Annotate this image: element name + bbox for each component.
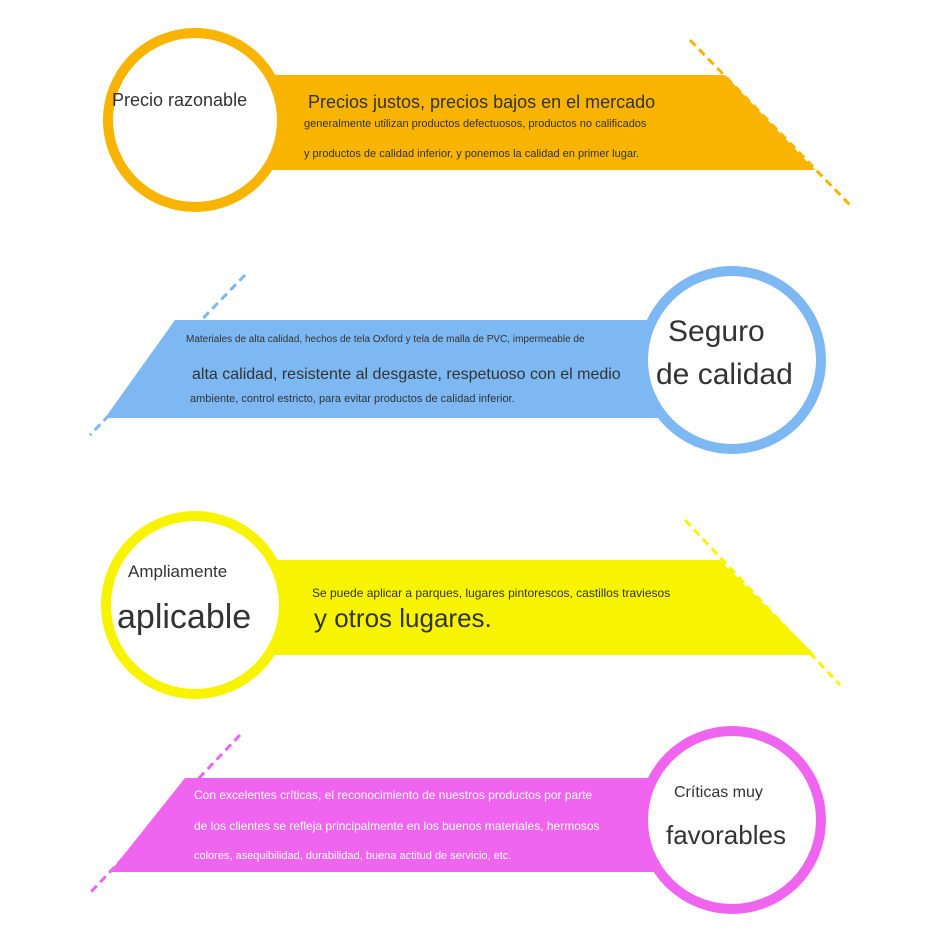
banner-magenta — [110, 778, 660, 872]
section-text: alta calidad, resistente al desgaste, re… — [192, 366, 621, 383]
circle-title: aplicable — [117, 598, 252, 636]
dashed-line-blue — [88, 273, 247, 437]
circle-title: Precio razonable — [112, 90, 248, 110]
circle-title: Ampliamente — [128, 562, 228, 581]
banner-blue — [105, 320, 660, 418]
section-text: generalmente utilizan productos defectuo… — [304, 118, 647, 130]
section-headline: Precios justos, precios bajos en el merc… — [308, 92, 656, 112]
dashed-line-magenta — [86, 733, 242, 897]
section-text: ambiente, control estricto, para evitar … — [190, 393, 515, 405]
circle-yellow — [101, 511, 289, 699]
section-text: y productos de calidad inferior, y ponem… — [304, 148, 640, 160]
section-text: colores, asequibilidad, durabilidad, bue… — [194, 850, 512, 862]
circle-title: de calidad — [656, 358, 793, 391]
section-text: Materiales de alta calidad, hechos de te… — [186, 334, 585, 345]
banner-orange — [270, 75, 815, 170]
circle-magenta — [638, 726, 826, 914]
circle-title: Críticas muy — [674, 784, 763, 801]
circle-blue — [638, 266, 826, 454]
section-text: Con excelentes críticas, el reconocimien… — [194, 788, 593, 802]
section-text: y otros lugares. — [314, 603, 492, 633]
section-text: de los clientes se refleja principalment… — [194, 819, 600, 833]
section-text: Se puede aplicar a parques, lugares pint… — [312, 586, 671, 600]
dashed-line-yellow — [683, 518, 842, 687]
banner-yellow — [270, 560, 815, 655]
circle-title: favorables — [666, 820, 786, 850]
circle-orange — [103, 28, 287, 212]
circle-title: Seguro — [668, 315, 765, 348]
